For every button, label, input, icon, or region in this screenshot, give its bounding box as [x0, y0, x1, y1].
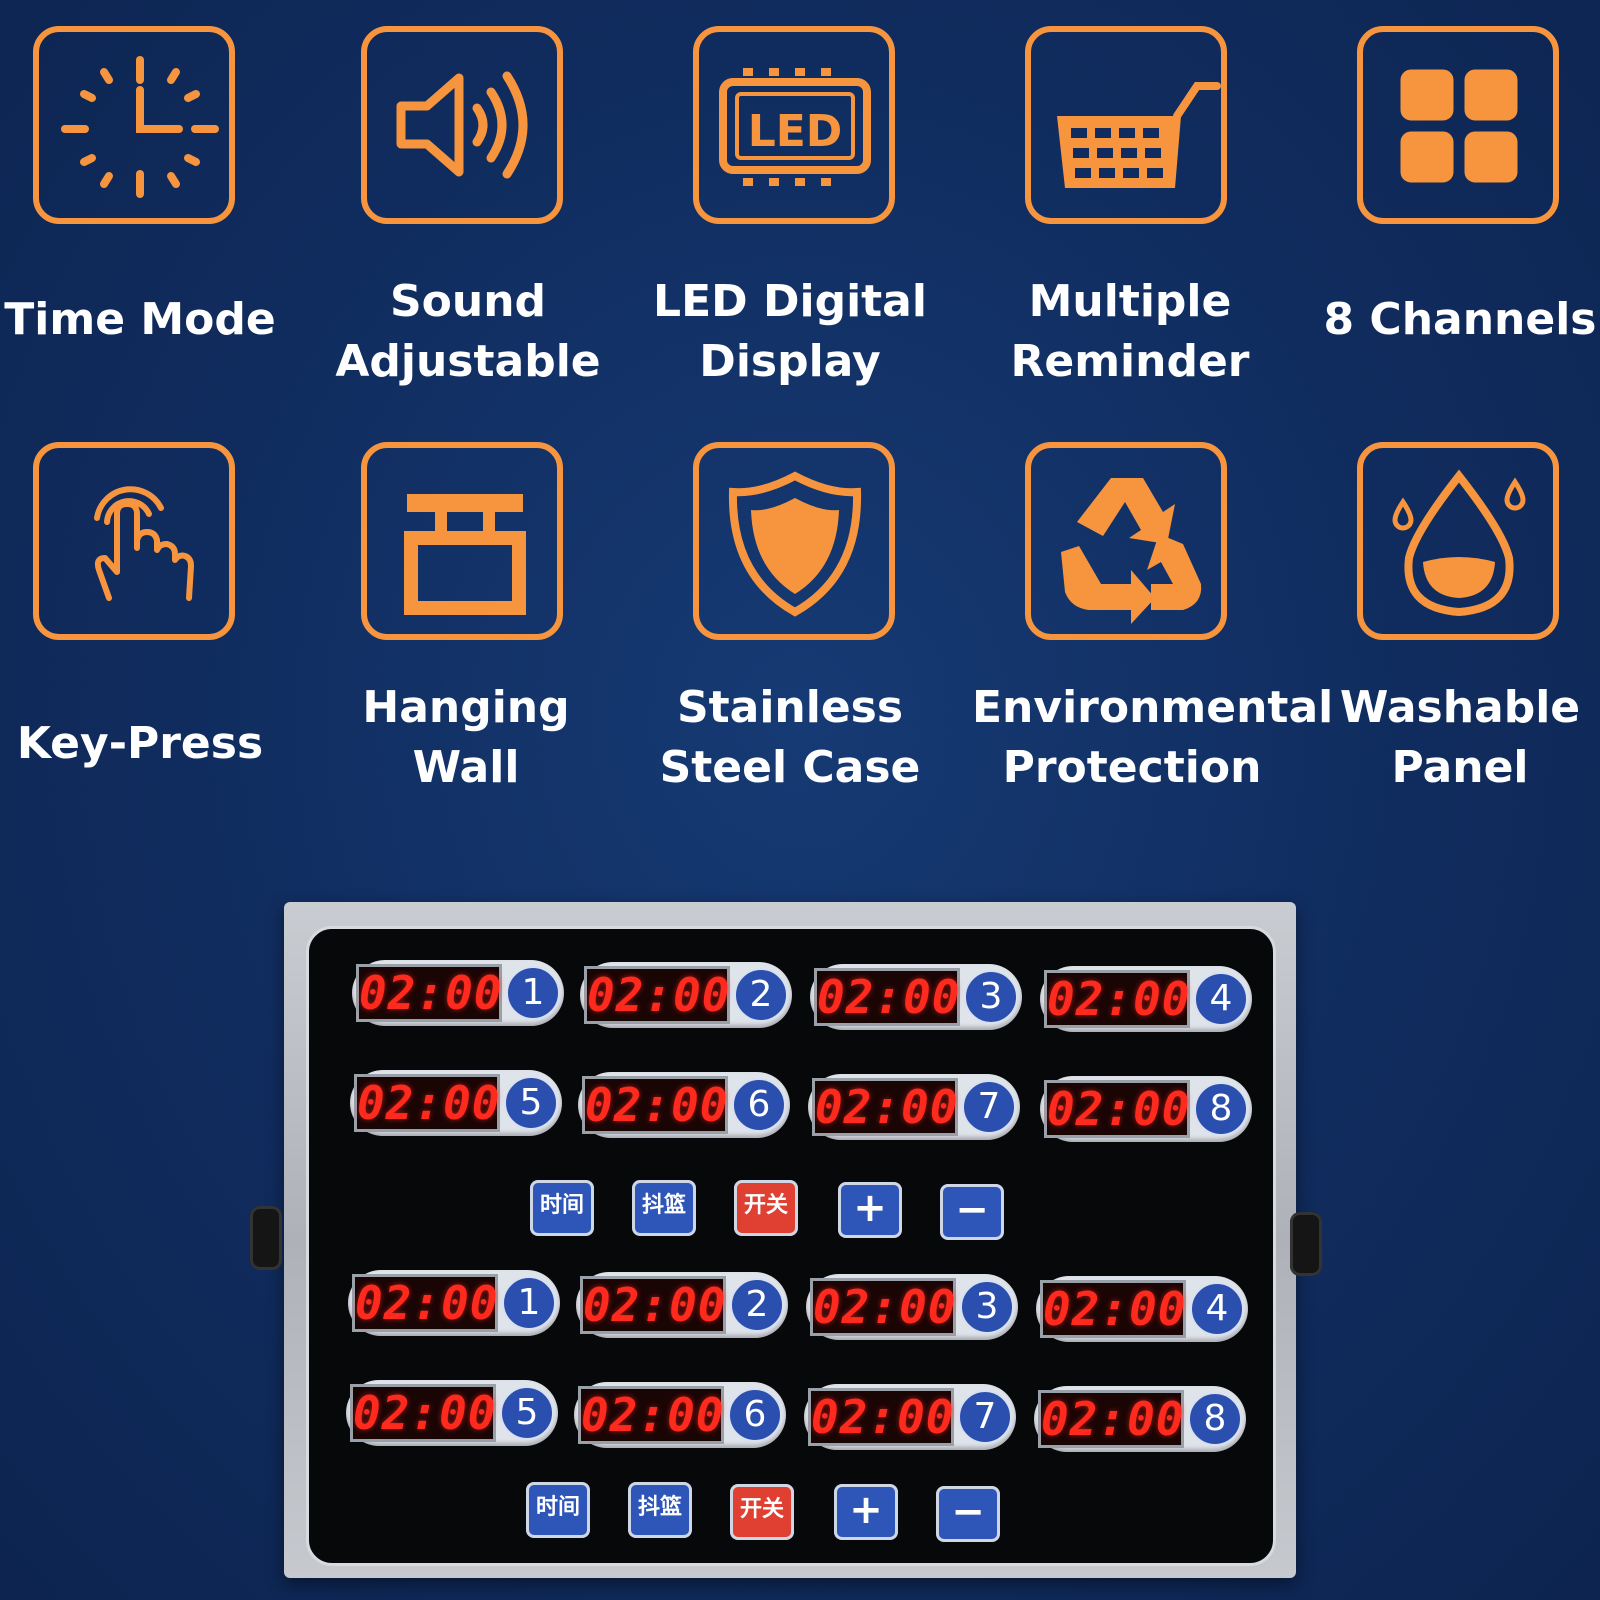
device-panel [306, 926, 1276, 1566]
timer-upper-7[interactable]: 02:00 7 [808, 1074, 1020, 1140]
channel-badge: 4 [1194, 972, 1248, 1026]
minus-button-upper[interactable]: − [940, 1184, 1004, 1240]
led-readout: 02:00 [1044, 1080, 1190, 1138]
timer-lower-7[interactable]: 02:00 7 [804, 1384, 1016, 1450]
shield-icon [693, 442, 895, 640]
timer-lower-2[interactable]: 02:00 2 [576, 1272, 788, 1338]
channel-badge: 1 [502, 1276, 556, 1330]
channel-badge: 7 [962, 1080, 1016, 1134]
svg-text:LED: LED [748, 106, 843, 157]
timer-upper-8[interactable]: 02:00 8 [1040, 1076, 1252, 1142]
timer-upper-6[interactable]: 02:00 6 [578, 1072, 790, 1138]
led-readout: 02:00 [578, 1386, 724, 1444]
led-readout: 02:00 [356, 964, 502, 1022]
channel-badge: 5 [500, 1386, 554, 1440]
led-readout: 02:00 [582, 1076, 728, 1134]
channel-badge: 6 [732, 1078, 786, 1132]
led-display-icon: LED [693, 26, 895, 224]
led-readout: 02:00 [1038, 1390, 1184, 1448]
timer-lower-8[interactable]: 02:00 8 [1034, 1386, 1246, 1452]
feature-label-time-mode: Time Mode [4, 294, 276, 345]
channel-badge: 5 [504, 1076, 558, 1130]
timer-lower-5[interactable]: 02:00 5 [346, 1380, 558, 1446]
led-readout: 02:00 [808, 1388, 954, 1446]
channel-badge: 3 [964, 970, 1018, 1024]
speaker-icon [361, 26, 563, 224]
timer-lower-6[interactable]: 02:00 6 [574, 1382, 786, 1448]
grid-icon [1357, 26, 1559, 224]
led-readout: 02:00 [812, 1078, 958, 1136]
minus-button-lower[interactable]: − [936, 1486, 1000, 1542]
channel-badge: 2 [734, 968, 788, 1022]
led-readout: 02:00 [584, 966, 730, 1024]
led-readout: 02:00 [352, 1274, 498, 1332]
feature-label-8-channels: 8 Channels [1323, 294, 1597, 345]
channel-badge: 6 [728, 1388, 782, 1442]
channel-badge: 7 [958, 1390, 1012, 1444]
channel-badge: 8 [1188, 1392, 1242, 1446]
plus-button-lower[interactable]: + [834, 1484, 898, 1540]
left-mount-knob [250, 1206, 282, 1270]
hanging-wall-icon [361, 442, 563, 640]
channel-badge: 4 [1190, 1282, 1244, 1336]
timer-upper-1[interactable]: 02:00 1 [352, 960, 564, 1026]
power-button-lower[interactable]: 开关 [730, 1484, 794, 1540]
led-readout: 02:00 [350, 1384, 496, 1442]
time-button-lower[interactable]: 时间 [526, 1482, 590, 1538]
timer-lower-3[interactable]: 02:00 3 [806, 1274, 1018, 1340]
shake-basket-button-lower[interactable]: 抖篮 [628, 1482, 692, 1538]
led-readout: 02:00 [1040, 1280, 1186, 1338]
time-button-upper[interactable]: 时间 [530, 1180, 594, 1236]
timer-upper-4[interactable]: 02:00 4 [1040, 966, 1252, 1032]
led-readout: 02:00 [354, 1074, 500, 1132]
fryer-basket-icon [1025, 26, 1227, 224]
feature-label-key-press: Key-Press [16, 718, 264, 769]
led-readout: 02:00 [580, 1276, 726, 1334]
timer-upper-3[interactable]: 02:00 3 [810, 964, 1022, 1030]
plus-button-upper[interactable]: + [838, 1182, 902, 1238]
recycle-icon [1025, 442, 1227, 640]
finger-press-icon [33, 442, 235, 640]
channel-badge: 3 [960, 1280, 1014, 1334]
timer-upper-2[interactable]: 02:00 2 [580, 962, 792, 1028]
right-mount-knob [1290, 1212, 1322, 1276]
led-readout: 02:00 [1044, 970, 1190, 1028]
shake-basket-button-upper[interactable]: 抖篮 [632, 1180, 696, 1236]
timer-lower-4[interactable]: 02:00 4 [1036, 1276, 1248, 1342]
power-button-upper[interactable]: 开关 [734, 1180, 798, 1236]
led-readout: 02:00 [810, 1278, 956, 1336]
timer-lower-1[interactable]: 02:00 1 [348, 1270, 560, 1336]
channel-badge: 2 [730, 1278, 784, 1332]
channel-badge: 1 [506, 966, 560, 1020]
led-readout: 02:00 [814, 968, 960, 1026]
water-drop-icon [1357, 442, 1559, 640]
channel-badge: 8 [1194, 1082, 1248, 1136]
clock-icon [33, 26, 235, 224]
timer-upper-5[interactable]: 02:00 5 [350, 1070, 562, 1136]
